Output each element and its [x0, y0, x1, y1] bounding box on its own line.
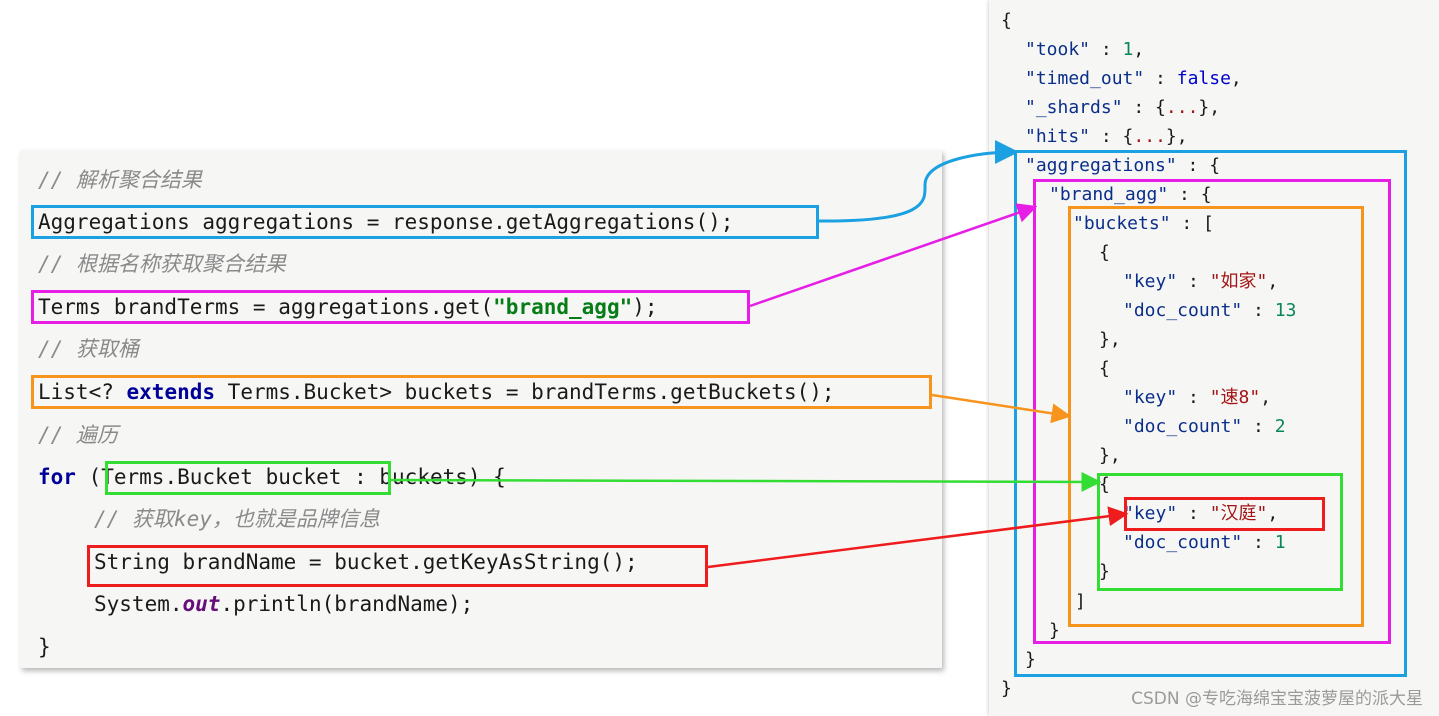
code-line-brand-name: String brandName = bucket.getKeyAsString…	[94, 550, 638, 574]
json-close-brace: }	[1001, 678, 1012, 699]
code-line-aggregations: Aggregations aggregations = response.get…	[38, 210, 734, 234]
json-open-brace: {	[1001, 10, 1012, 31]
for-keyword: for	[38, 465, 76, 489]
json-buckets-close: ]	[1075, 591, 1086, 612]
comment-get-key: // 获取key，也就是品牌信息	[94, 507, 380, 531]
json-brand-agg: "brand_agg" : {	[1049, 184, 1212, 205]
json-buckets: "buckets" : [	[1073, 213, 1214, 234]
json-hits: "hits" : {...},	[1025, 126, 1188, 147]
json-response-panel: { "took" : 1, "timed_out" : false, "_sha…	[989, 0, 1439, 716]
json-shards: "_shards" : {...},	[1025, 97, 1221, 118]
json-timed-out: "timed_out" : false,	[1025, 68, 1242, 89]
json-bucket1-open: {	[1099, 242, 1110, 263]
brand-agg-string: "brand_agg"	[493, 295, 633, 319]
comment-iterate: // 遍历	[38, 423, 118, 447]
json-bucket3-close: }	[1099, 561, 1110, 582]
comment-parse-aggregations: // 解析聚合结果	[38, 168, 202, 192]
comment-get-by-name: // 根据名称获取聚合结果	[38, 252, 286, 276]
comment-get-buckets: // 获取桶	[38, 337, 139, 361]
json-bucket2-count: "doc_count" : 2	[1123, 416, 1286, 437]
json-bucket3-open: {	[1099, 474, 1110, 495]
code-line-buckets: List<? extends Terms.Bucket> buckets = b…	[38, 380, 835, 404]
out-field: out	[182, 592, 221, 616]
code-line-close-brace: }	[38, 635, 51, 659]
json-aggregations-close: }	[1025, 649, 1036, 670]
code-line-println: System.out.println(brandName);	[94, 592, 474, 616]
json-bucket1-key: "key" : "如家",	[1123, 271, 1279, 292]
loop-variable: Terms.Bucket bucket	[101, 465, 355, 489]
json-bucket1-close: },	[1099, 329, 1121, 350]
json-bucket3-count: "doc_count" : 1	[1123, 532, 1286, 553]
json-bucket3-key: "key" : "汉庭",	[1123, 503, 1279, 524]
json-bucket2-close: },	[1099, 445, 1121, 466]
extends-keyword: extends	[126, 380, 216, 404]
json-bucket1-count: "doc_count" : 13	[1123, 300, 1297, 321]
json-bucket2-open: {	[1099, 358, 1110, 379]
json-bucket2-key: "key" : "速8",	[1123, 387, 1272, 408]
code-line-for-loop: for (Terms.Bucket bucket : buckets) {	[38, 465, 506, 489]
code-line-brand-terms: Terms brandTerms = aggregations.get("bra…	[38, 295, 658, 319]
code-panel: // 解析聚合结果 Aggregations aggregations = re…	[20, 150, 942, 668]
json-aggregations: "aggregations" : {	[1025, 155, 1221, 176]
json-brand-agg-close: }	[1049, 620, 1060, 641]
json-took: "took" : 1,	[1025, 39, 1145, 60]
watermark: CSDN @专吃海绵宝宝菠萝屋的派大星	[1131, 689, 1423, 709]
